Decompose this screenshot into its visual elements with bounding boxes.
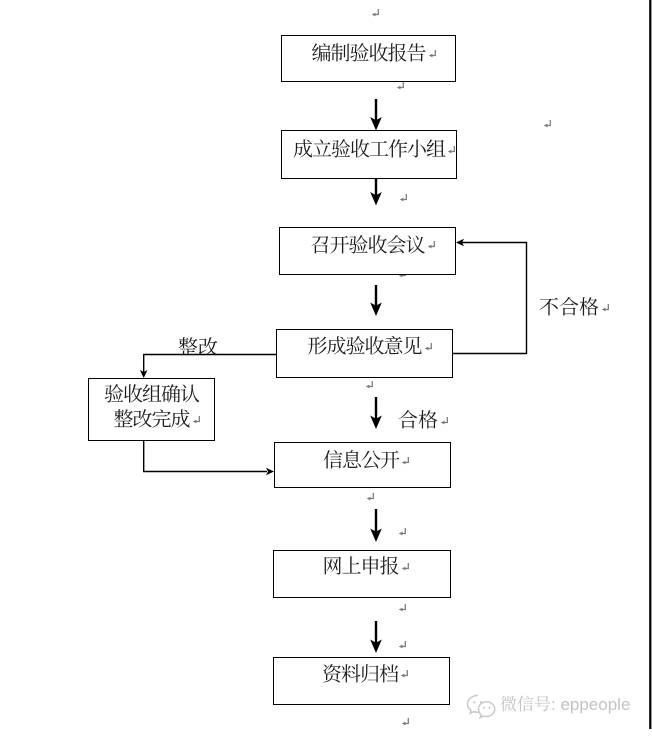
node-label: 召开验收会议 — [310, 228, 426, 258]
flow-node-archive: 资料归档 — [273, 657, 450, 705]
arrowhead — [370, 117, 382, 131]
flow-node-form-team: 成立验收工作小组 — [281, 130, 457, 179]
line-break-mark-icon — [543, 120, 551, 128]
arrowhead — [266, 467, 274, 476]
line-break-mark-icon — [424, 342, 432, 350]
line-break-mark-icon — [601, 304, 609, 312]
line-break-mark-icon — [399, 194, 407, 202]
edge-line — [142, 353, 276, 372]
node-label: 形成验收意见 — [307, 330, 423, 359]
arrowhead — [139, 370, 148, 378]
node-label: 成立验收工作小组 — [293, 133, 446, 162]
line-break-mark-icon — [401, 562, 409, 570]
flow-node-prepare-report: 编制验收报告 — [281, 35, 456, 82]
node-label: 资料归档 — [322, 657, 399, 687]
arrowhead — [370, 639, 382, 653]
line-break-mark-icon — [440, 417, 448, 425]
flow-node-hold-meeting: 召开验收会议 — [279, 227, 456, 275]
line-break-mark-icon — [447, 145, 455, 153]
arrowhead — [456, 238, 464, 247]
line-break-mark-icon — [400, 670, 408, 678]
flow-node-confirm-rectification: 验收组确认 整改完成 — [88, 378, 215, 441]
node-label-line2: 整改完成 — [113, 403, 191, 432]
edge-line — [142, 441, 267, 473]
flow-node-form-opinion: 形成验收意见 — [276, 329, 453, 378]
line-break-mark-icon — [401, 456, 409, 464]
arrowhead — [370, 192, 382, 206]
wechat-icon — [466, 694, 496, 719]
line-break-mark-icon — [401, 718, 409, 726]
page-edge-rule — [649, 0, 652, 729]
flow-node-online-report: 网上申报 — [273, 550, 451, 598]
node-label-line1: 验收组确认 — [104, 378, 200, 407]
watermark-text: 微信号: eppeople — [500, 690, 631, 715]
arrowhead — [370, 302, 382, 316]
node-label: 网上申报 — [322, 550, 400, 579]
line-break-mark-icon — [398, 604, 406, 612]
line-break-mark-icon — [427, 241, 435, 249]
watermark: 微信号: eppeople — [465, 690, 645, 730]
line-break-mark-icon — [398, 641, 406, 649]
edge-label-pass: 合格 — [398, 409, 448, 429]
node-label: 编制验收报告 — [311, 37, 427, 66]
line-break-mark-icon — [365, 381, 373, 389]
arrowhead — [370, 528, 382, 542]
edge-label-rectify: 整改 — [178, 330, 218, 360]
edge-line — [453, 241, 528, 355]
line-break-mark-icon — [371, 9, 379, 17]
flow-node-publish-info: 信息公开 — [274, 442, 451, 488]
arrowhead — [370, 415, 382, 429]
line-break-mark-icon — [396, 82, 404, 90]
line-break-mark-icon — [366, 493, 374, 501]
edge-label-fail: 不合格 — [539, 296, 609, 316]
line-break-mark-icon — [398, 528, 406, 536]
line-break-mark-icon — [428, 49, 436, 57]
node-label: 信息公开 — [323, 444, 400, 473]
line-break-mark-icon — [192, 415, 200, 423]
